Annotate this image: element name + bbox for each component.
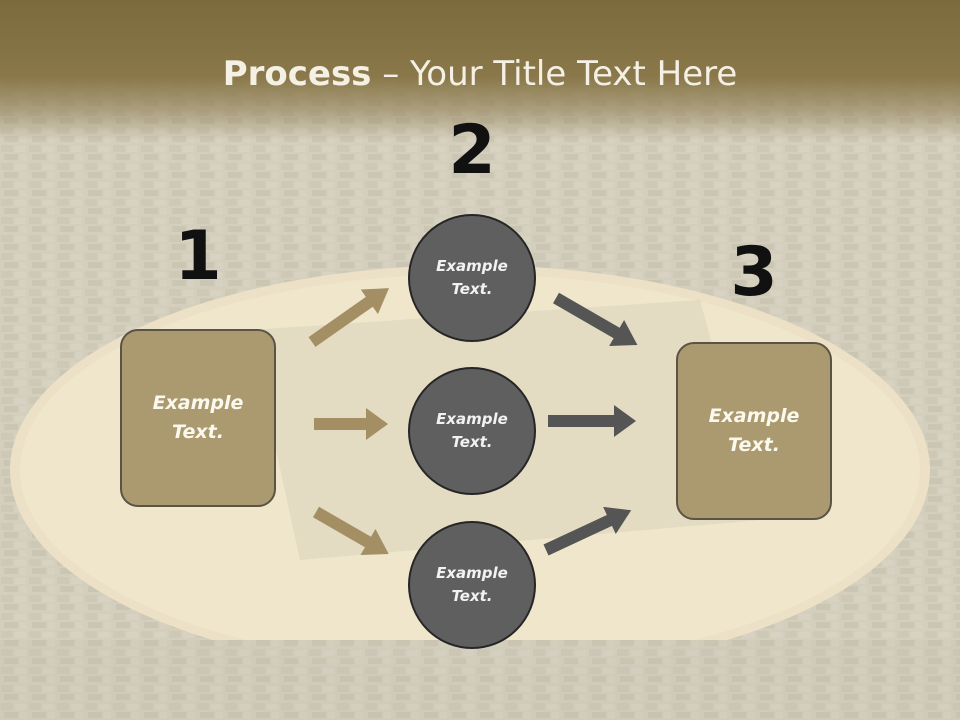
circle-top-label: Example Text. [436,257,508,298]
step-2-circle-top: Example Text. [408,214,536,342]
title-rest: – Your Title Text Here [371,54,738,94]
step-1-label: Example Text. [152,392,244,443]
title-band [0,0,960,140]
step-number-2: 2 [448,111,496,190]
step-2-circle-bottom: Example Text. [408,521,536,649]
step-2-circle-middle: Example Text. [408,367,536,495]
step-number-3: 3 [730,233,778,312]
title-bold: Process [222,54,372,94]
arrow-right-down [553,292,638,346]
step-1-box: Example Text. [120,329,276,507]
circle-middle-label: Example Text. [436,410,508,451]
step-number-1: 1 [174,217,222,296]
step-3-label: Example Text. [708,405,800,456]
step-3-box: Example Text. [676,342,832,520]
arrow-right-mid [548,405,636,437]
circle-bottom-label: Example Text. [436,564,508,605]
arrow-left-down [313,506,389,555]
page-title: Process – Your Title Text Here [0,52,960,96]
arrow-left-up [308,288,390,347]
arrow-left-mid [314,408,388,440]
arrow-right-up [543,506,632,556]
